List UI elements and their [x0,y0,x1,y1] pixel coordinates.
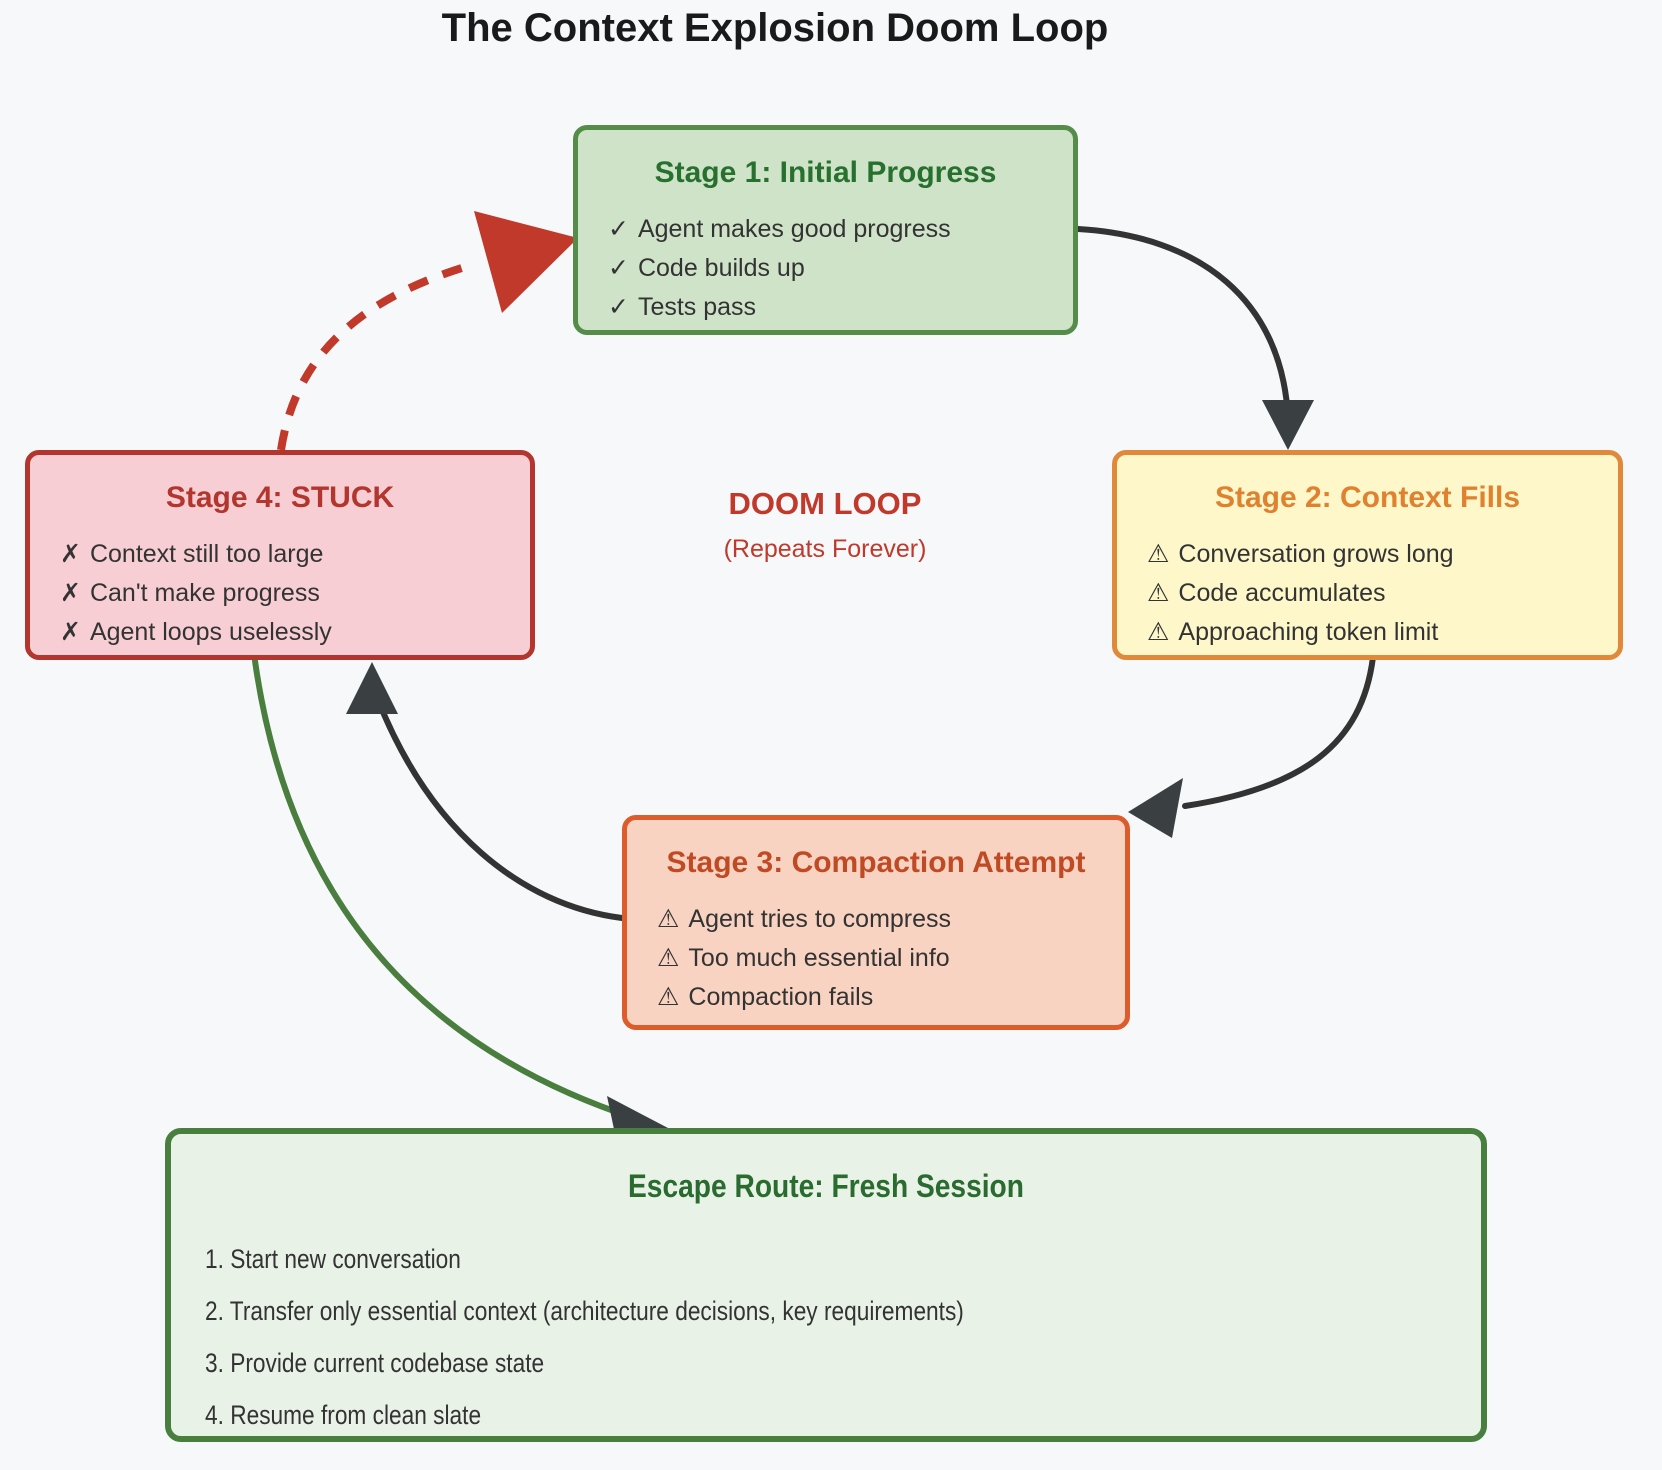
stage2-item: ⚠ Approaching token limit [1147,613,1602,652]
escape-step: 4. Resume from clean slate [205,1400,482,1430]
diagram-title: The Context Explosion Doom Loop [441,6,1109,50]
arrow-stage3-to-stage4-line [375,697,625,921]
stage1-item: ✓ Agent makes good progress [608,210,1057,249]
stage4-items: ✗ Context still too large ✗ Can't make pro… [30,535,530,652]
arrow-stage4-to-escape-line [252,658,643,1123]
arrow-stage4-to-stage1-dashed-line [277,262,470,451]
arrow-stage4-to-stage1-head [474,211,578,313]
stage-item-text: Approaching token limit [1178,618,1439,646]
stage-item-text: Code builds up [637,254,805,282]
stage-item-text: Compaction fails [688,983,874,1011]
stage4-item: ✗ Can't make progress [60,574,514,613]
stage4-item: ✗ Agent loops uselessly [60,613,514,652]
arrow-stage1-to-stage2-line [1075,226,1291,421]
escape-step: 2. Transfer only essential context (arch… [205,1296,964,1326]
stage1-box: Stage 1: Initial Progress ✓ Agent makes g… [573,125,1078,335]
stage2-item: ⚠ Code accumulates [1147,574,1602,613]
doom-loop-text: DOOM LOOP [728,486,922,521]
stage2-box: Stage 2: Context Fills ⚠ Conversation gro… [1112,450,1623,660]
cross-icon: ✗ [60,618,81,646]
warning-icon: ⚠ [1147,579,1170,607]
stage3-title: Stage 3: Compaction Attempt [666,846,1086,879]
stage-item-text: Agent tries to compress [688,905,952,933]
stage3-item: ⚠ Agent tries to compress [657,900,1109,939]
stage2-title: Stage 2: Context Fills [1214,481,1521,514]
stage4-box: Stage 4: STUCK ✗ Context still too large … [25,450,535,660]
check-icon: ✓ [608,215,629,243]
arrow-stage3-to-stage4-head [346,662,398,714]
stage4-title: Stage 4: STUCK [165,481,395,514]
escape-route-steps: 1. Start new conversation 2. Transfer on… [171,1233,1481,1441]
cross-icon: ✗ [60,579,81,607]
arrow-stage1-to-stage2-head [1262,400,1314,450]
stage3-item: ⚠ Too much essential info [657,939,1109,978]
escape-step: 3. Provide current codebase state [205,1348,545,1378]
stage3-items: ⚠ Agent tries to compress ⚠ Too much essen… [627,900,1125,1017]
warning-icon: ⚠ [657,944,680,972]
check-icon: ✓ [608,293,629,321]
warning-icon: ⚠ [1147,618,1170,646]
arrow-stage2-to-stage3-head [1128,778,1183,838]
stage-item-text: Too much essential info [688,944,950,972]
escape-route-box: Escape Route: Fresh Session 1. Start new… [165,1128,1487,1442]
arrow-stage2-to-stage3-line [1182,654,1376,809]
stage1-item: ✓ Code builds up [608,249,1057,288]
escape-step: 1. Start new conversation [205,1244,461,1274]
stage4-item: ✗ Context still too large [60,535,514,574]
warning-icon: ⚠ [657,983,680,1011]
stage-item-text: Agent makes good progress [637,215,951,243]
cross-icon: ✗ [60,540,81,568]
stage3-item: ⚠ Compaction fails [657,978,1109,1017]
warning-icon: ⚠ [1147,540,1170,568]
warning-icon: ⚠ [657,905,680,933]
stage-item-text: Tests pass [637,293,757,321]
stage-item-text: Code accumulates [1178,579,1386,607]
stage1-title: Stage 1: Initial Progress [654,156,997,189]
stage-item-text: Context still too large [89,540,324,568]
stage2-item: ⚠ Conversation grows long [1147,535,1602,574]
stage-item-text: Can't make progress [89,579,320,607]
stage2-items: ⚠ Conversation grows long ⚠ Code accumulat… [1117,535,1618,652]
doom-loop-subtext: (Repeats Forever) [723,535,927,563]
escape-route-title: Escape Route: Fresh Session [628,1168,1024,1204]
stage1-item: ✓ Tests pass [608,288,1057,327]
stage-item-text: Conversation grows long [1178,540,1454,568]
stage3-box: Stage 3: Compaction Attempt ⚠ Agent tries… [622,815,1130,1030]
stage-item-text: Agent loops uselessly [89,618,332,646]
check-icon: ✓ [608,254,629,282]
stage1-items: ✓ Agent makes good progress ✓ Code builds … [578,210,1073,327]
doom-loop-label: DOOM LOOP (Repeats Forever) [655,486,995,564]
